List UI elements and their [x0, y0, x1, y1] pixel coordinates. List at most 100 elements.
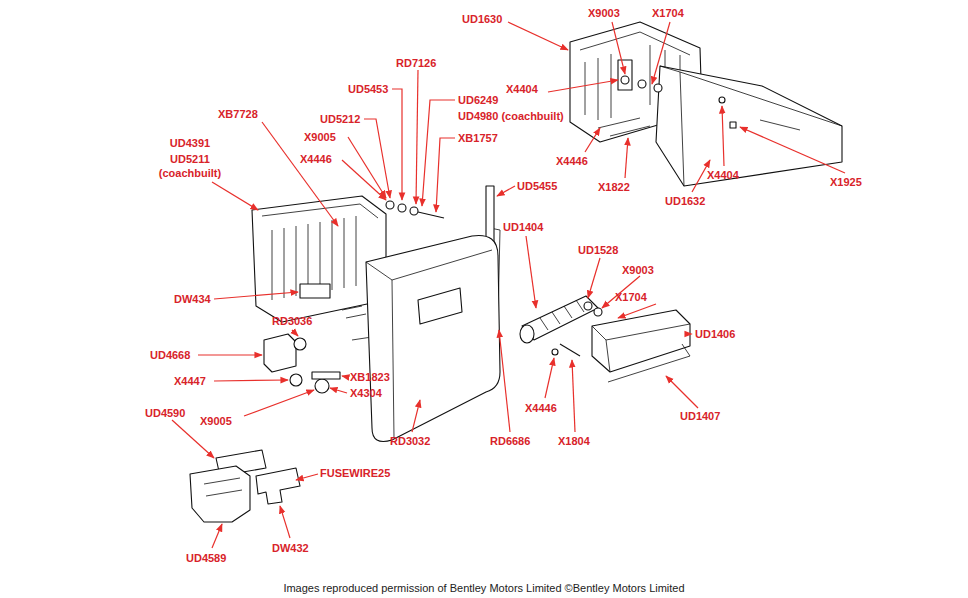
leader-lines-part: [499, 330, 510, 432]
callout-number: RD7126: [396, 56, 436, 70]
callout-number: DW434: [174, 292, 211, 306]
callout-number: FUSEWIRE25: [320, 466, 390, 480]
terminal-clip-part: [264, 334, 296, 372]
callout-number: RD3036: [272, 314, 312, 328]
callout-number: UD4589: [186, 551, 226, 565]
fuse-strip-part: [594, 308, 602, 316]
fuse-box-left-part: [262, 204, 378, 300]
terminal-clip: [264, 334, 340, 393]
copyright-caption: Images reproduced permission of Bentley …: [0, 582, 968, 594]
leader-lines-part: [548, 80, 618, 92]
fuse-clips-part: [190, 466, 250, 522]
leader-lines-part: [652, 22, 670, 84]
callout-number: X4404: [506, 82, 538, 96]
callout-number: UD4980 (coachbuilt): [458, 109, 564, 123]
fuse-strip-part: [592, 310, 690, 372]
leader-lines-part: [296, 474, 318, 480]
leader-lines-part: [422, 100, 455, 206]
fuse-box-left-part: [366, 250, 492, 438]
fuse-box-top-right-part: [730, 122, 736, 128]
leader-lines-part: [612, 22, 625, 74]
callout-number: UD4668: [150, 348, 190, 362]
fuse-strip-part: [560, 344, 580, 356]
terminal-clip-part: [294, 338, 306, 350]
fuse-strip-part: [608, 344, 690, 382]
leader-lines-part: [364, 119, 390, 198]
fuse-clips: [190, 450, 300, 522]
leader-lines-part: [348, 137, 386, 198]
fuse-box-left-part: [418, 212, 444, 218]
fuse-box-top-right-part: [621, 76, 629, 84]
leader-lines-part: [342, 160, 386, 200]
fuse-box-top-right-part: [656, 66, 842, 186]
callout-number: X1804: [558, 434, 590, 448]
fuse-box-top-right-part: [654, 84, 662, 92]
callout-number: X4304: [350, 386, 382, 400]
fuse-clips-part: [256, 468, 300, 504]
leader-lines-part: [212, 182, 258, 210]
fuse-strip-part: [520, 325, 534, 343]
callout-number: UD5211 (coachbuilt): [154, 152, 226, 180]
callout-number: XB1823: [350, 370, 390, 384]
leader-lines-part: [588, 258, 600, 298]
leader-lines-part: [545, 358, 554, 398]
callout-number: UD5455: [517, 179, 557, 193]
callout-number: RD6686: [490, 434, 530, 448]
fuse-box-left-part: [398, 204, 406, 212]
fuse-strip-part: [552, 349, 558, 355]
leader-lines-part: [585, 128, 600, 152]
leader-lines-part: [416, 70, 418, 204]
fuse-box-top-right-part: [618, 60, 632, 90]
callout-number: UD1407: [680, 409, 720, 423]
callout-number: UD1404: [503, 220, 543, 234]
callout-number: X4404: [707, 168, 739, 182]
leader-lines-part: [330, 388, 347, 393]
fuse-box-top-right: [570, 22, 842, 186]
leader-lines: [172, 22, 845, 548]
callout-number: UD4590: [145, 406, 185, 420]
fuse-clips-part: [204, 478, 242, 496]
leader-lines-part: [618, 304, 656, 318]
fuse-box-top-right-part: [719, 97, 725, 103]
callout-number: UD1632: [665, 194, 705, 208]
fuse-box-left-part: [342, 306, 366, 318]
callout-number: X4446: [556, 154, 588, 168]
callout-number: X9003: [622, 263, 654, 277]
leader-lines-part: [740, 127, 845, 173]
leader-lines-part: [497, 186, 515, 196]
callout-number: X9005: [304, 130, 336, 144]
leader-lines-part: [212, 524, 222, 548]
leader-lines-part: [722, 106, 724, 166]
fuse-box-top-right-part: [598, 118, 800, 136]
callout-number: X4446: [300, 152, 332, 166]
leader-lines-part: [280, 506, 290, 538]
fuse-strip-part: [584, 302, 592, 310]
fuse-box-left-part: [418, 288, 462, 324]
leader-lines-part: [412, 400, 420, 432]
fuse-box-left-part: [300, 284, 330, 298]
leader-lines-part: [342, 376, 347, 377]
callout-number: X1822: [598, 180, 630, 194]
callout-number: UD5212: [320, 112, 360, 126]
callout-number: UD6249: [458, 93, 498, 107]
leader-lines-part: [244, 390, 314, 416]
terminal-clip-part: [315, 379, 329, 393]
leader-lines-part: [292, 330, 298, 336]
callout-number: X4446: [525, 401, 557, 415]
callout-number: UD4391: [154, 136, 226, 150]
terminal-clip-part: [312, 372, 340, 379]
callout-number: UD1630: [462, 12, 502, 26]
fuse-strip-part: [592, 324, 690, 372]
callout-number: UD5453: [348, 82, 388, 96]
callout-number: XB7728: [218, 107, 258, 121]
callout-number: DW432: [272, 541, 309, 555]
callout-number: XB1757: [458, 131, 498, 145]
callout-number: X1925: [830, 175, 862, 189]
leader-lines-part: [214, 380, 288, 381]
callout-number: X1704: [615, 290, 647, 304]
leader-lines-part: [666, 376, 698, 408]
fuse-strip: [520, 296, 690, 382]
leader-lines-part: [526, 236, 536, 308]
fuse-box-left: [252, 186, 500, 442]
